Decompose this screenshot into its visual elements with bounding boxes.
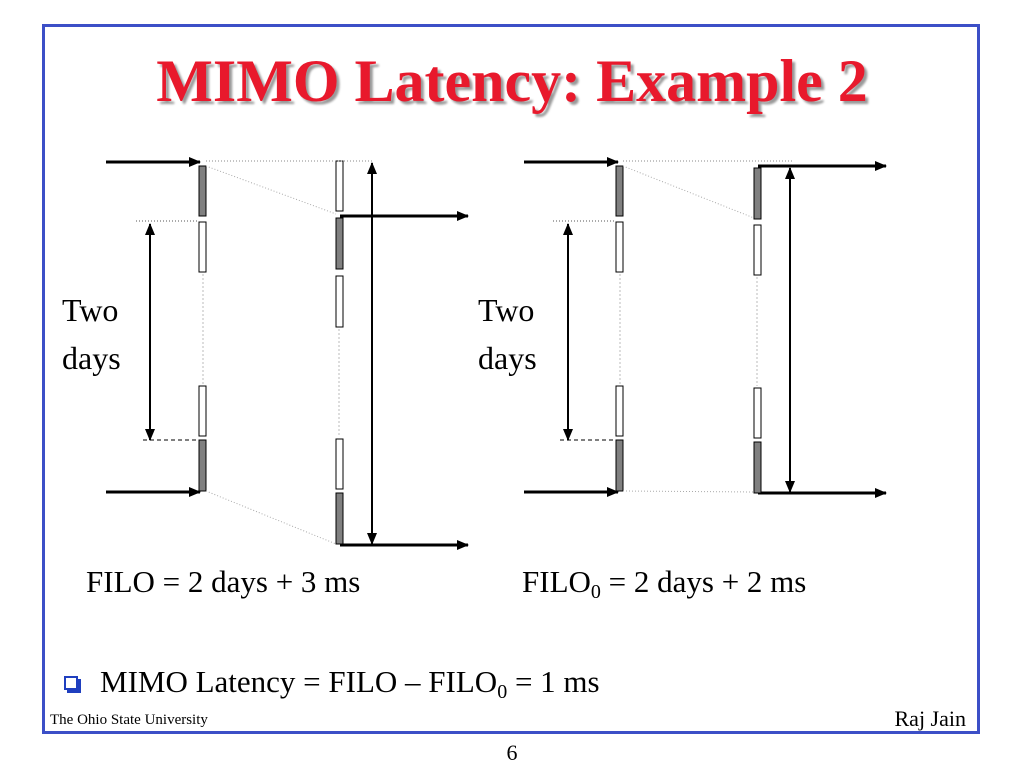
left-input-bit [198,221,207,273]
right-output-bit [753,224,762,276]
right-output-bit-last [753,441,762,494]
right-diagram [524,157,887,498]
left-diagram [106,157,469,550]
left-output-bit [335,438,344,490]
footer-author: Raj Jain [894,706,967,731]
left-output-bit [335,275,344,328]
left-output-bit [335,160,344,212]
right-two-days-label: Two days [478,292,537,376]
left-input-bit-last [198,439,207,492]
filo-formula: FILO = 2 days + 3 ms [86,564,361,599]
right-input-bit-first [615,165,624,217]
bullet-mimo-latency: MIMO Latency = FILO – FILO0 = 1 ms [100,664,600,703]
left-two-days-label: Two days [62,292,121,376]
slide-frame [42,24,980,734]
right-input-bit [615,385,624,437]
footer-university: The Ohio State University [50,712,208,728]
right-input-bit [615,221,624,273]
left-input-bit-first [198,165,207,217]
left-output-bit-first [335,217,344,270]
right-output-bit-first [753,167,762,220]
right-input-bit-last [615,439,624,492]
left-input-bit [198,385,207,437]
bullet-icon [64,676,78,690]
slide-title: MIMO Latency: Example 2 [156,48,868,114]
right-output-bit [753,387,762,439]
left-output-bit-last [335,492,344,545]
page-number: 6 [506,740,518,765]
filo0-formula: FILO0 = 2 days + 2 ms [522,564,807,603]
